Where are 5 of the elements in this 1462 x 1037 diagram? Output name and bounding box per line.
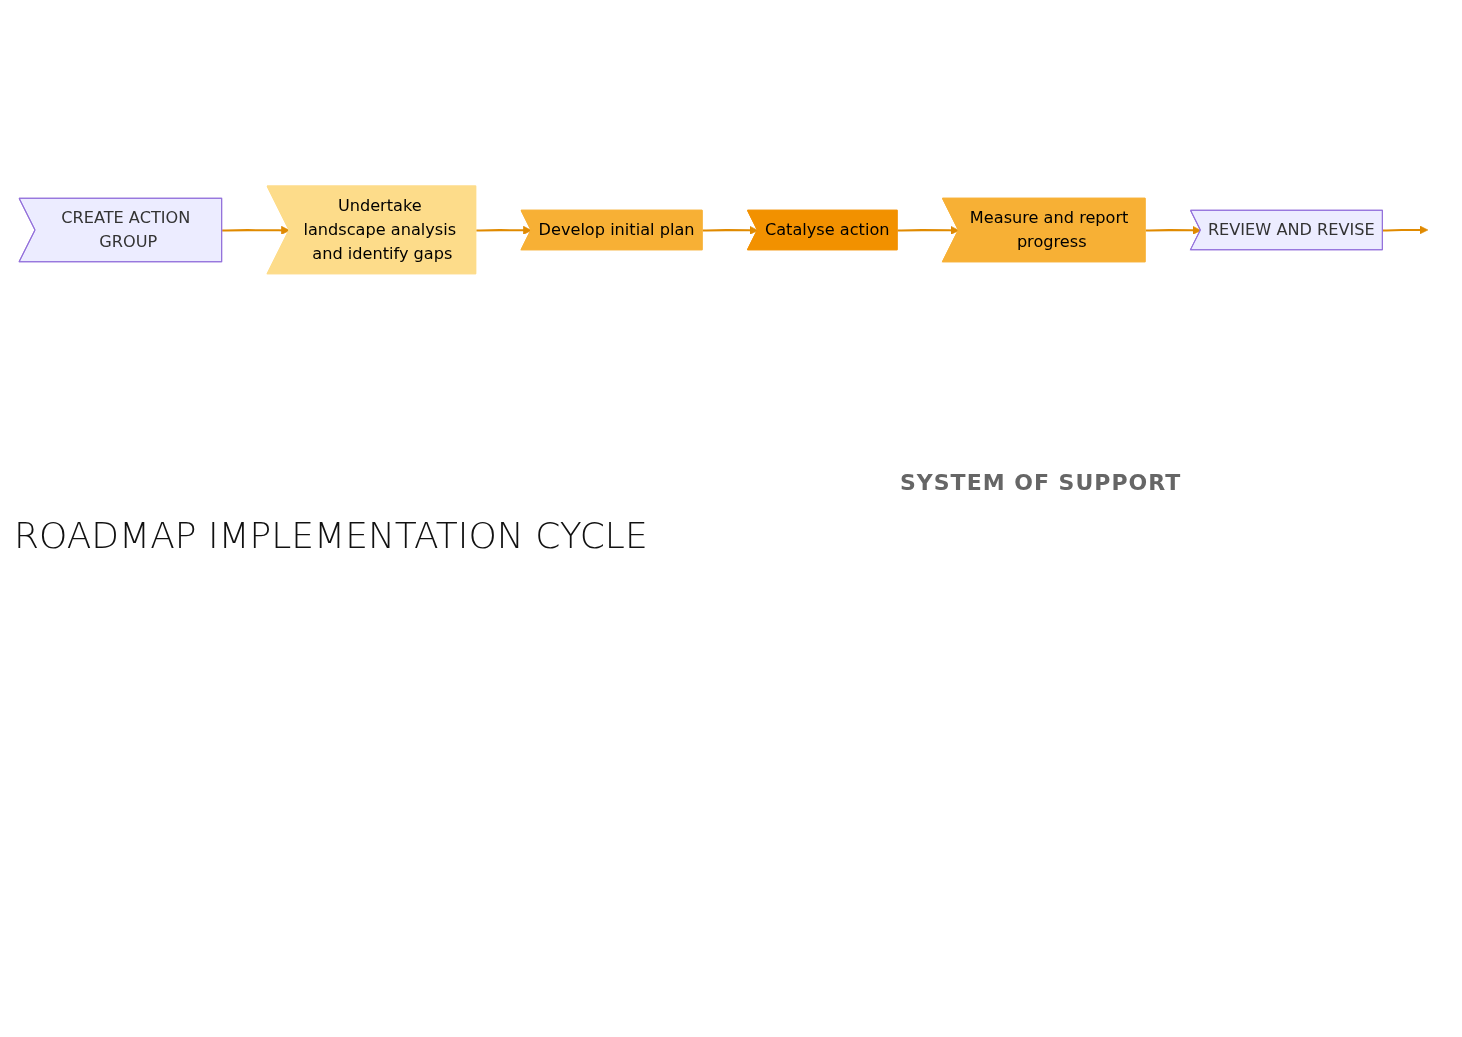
ring-label: SYSTEM OF SUPPORT [900,470,1182,495]
arrow [476,225,532,235]
arrow [222,225,290,235]
arrow [1382,225,1429,235]
diagram-title: ROADMAP IMPLEMENTATION CYCLE [14,515,648,556]
